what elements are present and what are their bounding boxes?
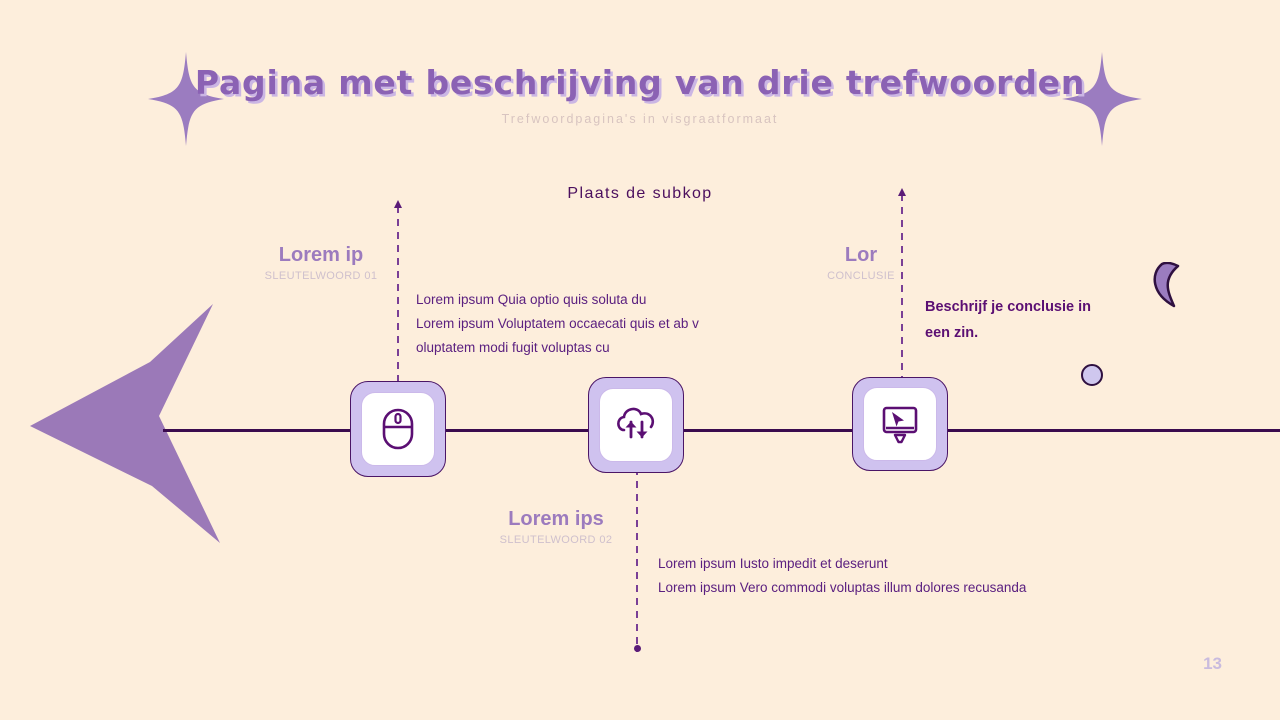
keyword-heading-01: Lorem ip SLEUTELWOORD 01 [236, 243, 406, 282]
keyword-label-conclusie: CONCLUSIE [827, 270, 895, 282]
node-icon-inner-01 [361, 392, 435, 466]
large-arrow-head-icon [30, 304, 220, 543]
connector-arrow-conclusie [897, 188, 906, 196]
keyword-body-02: Lorem ipsum Iusto impedit et deserunt Lo… [658, 552, 1026, 600]
node-icon-box-conclusie[interactable] [852, 377, 948, 471]
body-line: oluptatem modi fugit voluptas cu [416, 340, 610, 355]
keyword-title-02: Lorem ips [508, 508, 604, 530]
node-icon-inner-conclusie [863, 387, 937, 461]
keyword-title-01: Lorem ip [278, 244, 364, 266]
page-number: 13 [1203, 654, 1222, 673]
node-icon-box-keyword-02[interactable] [588, 377, 684, 473]
header-block: Pagina met beschrijving van drie trefwoo… [0, 63, 1280, 127]
keyword-label-02: SLEUTELWOORD 02 [499, 534, 613, 546]
computer-mouse-icon [382, 408, 414, 450]
monitor-cursor-icon [882, 406, 918, 444]
connector-arrow-keyword-01 [393, 200, 402, 208]
page-title: Pagina met beschrijving van drie trefwoo… [194, 63, 1086, 102]
connector-line-keyword-02 [636, 468, 638, 652]
keyword-body-conclusie: Beschrijf je conclusie in een zin. [925, 294, 1091, 346]
timeline-axis [163, 429, 1280, 432]
node-icon-inner-02 [599, 388, 673, 462]
keyword-body-01: Lorem ipsum Quia optio quis soluta du Lo… [416, 288, 699, 360]
body-line: Lorem ipsum Vero commodi voluptas illum … [658, 580, 1027, 595]
body-line: een zin. [925, 325, 979, 341]
keyword-title-conclusie: Lor [844, 244, 878, 266]
keyword-heading-02: Lorem ips SLEUTELWOORD 02 [466, 507, 646, 546]
connector-line-conclusie [901, 194, 903, 382]
body-line: Lorem ipsum Iusto impedit et deserunt [658, 556, 888, 571]
keyword-heading-conclusie: Lor CONCLUSIE [796, 243, 926, 282]
body-line: Lorem ipsum Quia optio quis soluta du [416, 292, 647, 307]
keyword-label-01: SLEUTELWOORD 01 [264, 270, 378, 282]
section-heading: Plaats de subkop [567, 185, 713, 202]
connector-line-keyword-01 [397, 206, 399, 386]
page-subtitle: Trefwoordpagina's in visgraatformaat [501, 112, 779, 126]
body-line: Lorem ipsum Voluptatem occaecati quis et… [416, 316, 699, 331]
body-line: Beschrijf je conclusie in [925, 299, 1091, 315]
connector-dot-keyword-02-bottom [634, 645, 641, 652]
node-icon-box-keyword-01[interactable] [350, 381, 446, 477]
cloud-sync-icon [617, 407, 655, 439]
crescent-moon-icon [1153, 262, 1180, 308]
circle-decoration [1081, 364, 1103, 386]
